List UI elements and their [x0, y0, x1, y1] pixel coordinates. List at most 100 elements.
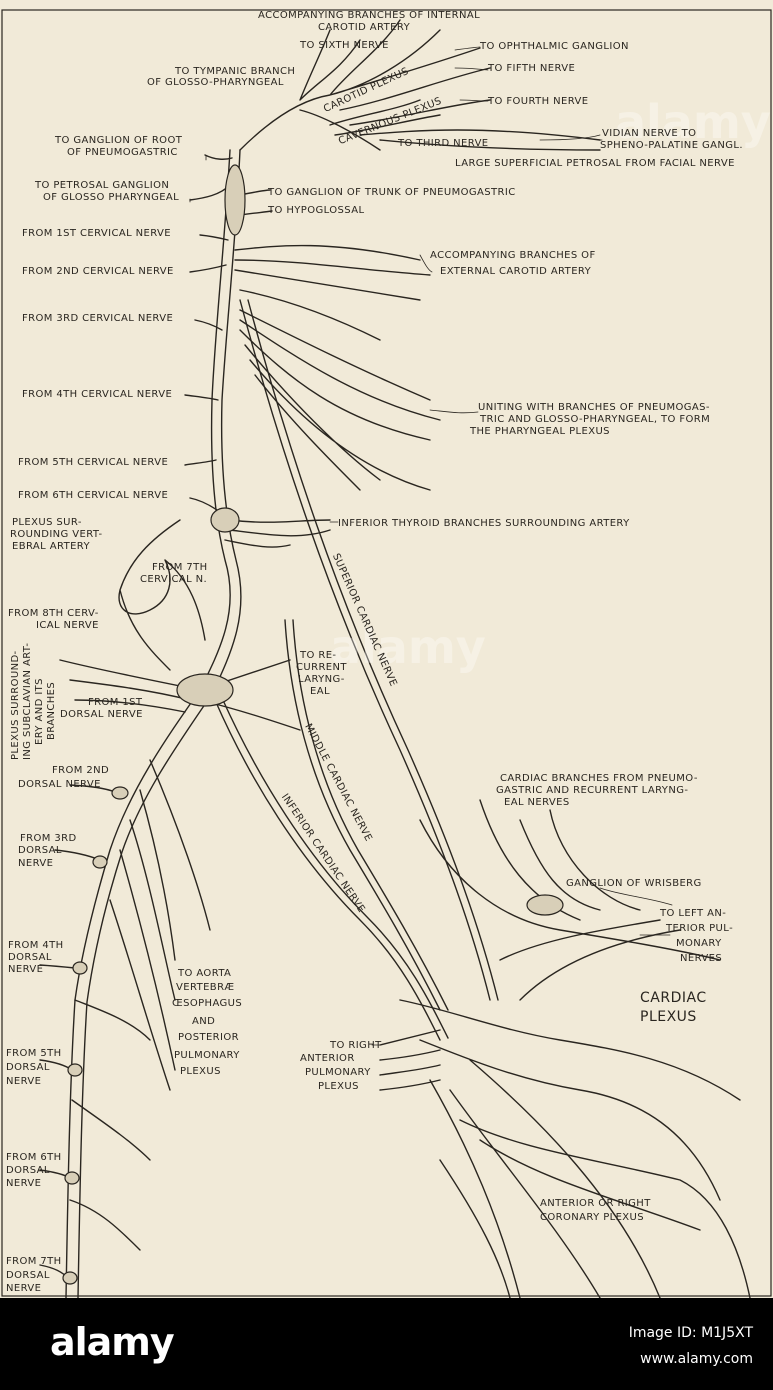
c2-branch	[189, 264, 227, 273]
label-accompanying-external: ACCOMPANYING BRANCHES OF	[430, 250, 596, 261]
label-d7-3: NERVE	[6, 1283, 42, 1294]
label-left-pulmonary-1: TO LEFT AN-	[660, 908, 727, 919]
label-hypoglossal: TO HYPOGLOSSAL	[268, 205, 365, 216]
label-cardiac-plexus-1: CARDIAC	[640, 990, 707, 1006]
c5-branch	[184, 459, 217, 466]
label-cardiac-branches-1: CARDIAC BRANCHES FROM PNEUMO-	[500, 773, 698, 784]
label-ophthalmic: TO OPHTHALMIC GANGLION	[480, 41, 629, 52]
label-aorta-5: POSTERIOR	[178, 1032, 239, 1043]
label-cardiac-branches-2: GASTRIC AND RECURRENT LARYNG-	[496, 785, 689, 796]
label-d4-2: DORSAL	[8, 952, 52, 963]
label-coronary-2: CORONARY PLEXUS	[540, 1212, 645, 1223]
label-spheno-palatine: SPHENO-PALATINE GANGL.	[600, 140, 743, 151]
label-carotid-artery: CAROTID ARTERY	[318, 22, 411, 33]
label-trunk-pneumogastric: TO GANGLION OF TRUNK OF PNEUMOGASTRIC	[268, 187, 516, 198]
root-pneumogastric-branch	[204, 154, 233, 160]
sympathetic-nerve-diagram	[1, 9, 772, 1298]
inferior-cervical-ganglion	[176, 673, 234, 707]
label-c8-2: ICAL NERVE	[36, 620, 99, 631]
label-c5: FROM 5TH CERVICAL NERVE	[18, 457, 169, 468]
label-d5-3: NERVE	[6, 1076, 42, 1087]
label-d4-3: NERVE	[8, 964, 44, 975]
label-c2: FROM 2ND CERVICAL NERVE	[22, 266, 174, 277]
label-glosso-pharyngeal: OF GLOSSO-PHARYNGEAL	[147, 77, 284, 88]
label-d2-2: DORSAL NERVE	[18, 779, 101, 790]
alamy-logo: alamy	[50, 1320, 175, 1364]
dorsal-interconnections	[69, 999, 151, 1251]
label-uniting-2: TRIC AND GLOSSO-PHARYNGEAL, TO FORM	[480, 414, 711, 425]
internal-carotid-branches	[239, 19, 601, 151]
label-subclavian-1: PLEXUS SURROUND-	[10, 650, 21, 760]
label-vertebral-plexus-3: EBRAL ARTERY	[12, 541, 91, 552]
superior-cardiac-nerve	[239, 299, 491, 1001]
label-uniting-3: THE PHARYNGEAL PLEXUS	[470, 426, 610, 437]
superior-cardiac-nerve-outline	[247, 299, 499, 1001]
label-left-pulmonary-4: NERVES	[680, 953, 723, 964]
watermark: alamy	[330, 620, 486, 674]
label-cardiac-plexus-2: PLEXUS	[640, 1009, 697, 1025]
label-d5-2: DORSAL	[6, 1062, 50, 1073]
label-right-pulmonary-2: ANTERIOR	[300, 1053, 355, 1064]
label-d1-1: FROM 1ST	[88, 697, 143, 708]
label-d7-2: DORSAL	[6, 1270, 50, 1281]
right-pulmonary-branches	[379, 1029, 441, 1091]
label-d3-1: FROM 3RD	[20, 833, 77, 844]
label-fourth-nerve: TO FOURTH NERVE	[488, 96, 589, 107]
label-tympanic: TO TYMPANIC BRANCH	[175, 66, 296, 77]
vertebral-plexus	[118, 519, 206, 671]
image-id: Image ID: M1J5XT	[628, 1325, 753, 1341]
label-aorta-7: PLEXUS	[180, 1066, 221, 1077]
label-recurrent-1: TO RE-	[300, 650, 337, 661]
label-sixth-nerve: TO SIXTH NERVE	[300, 40, 389, 51]
label-right-pulmonary-3: PULMONARY	[305, 1067, 371, 1078]
label-d6-3: NERVE	[6, 1178, 42, 1189]
label-aorta-2: VERTEBRÆ	[176, 982, 235, 993]
middle-cardiac-nerve	[284, 619, 441, 1011]
label-left-pulmonary-2: TERIOR PUL-	[666, 923, 734, 934]
label-aorta-1: TO AORTA	[178, 968, 232, 979]
leader-lines	[189, 46, 673, 1046]
label-c7-1: FROM 7TH	[152, 562, 208, 573]
site-url[interactable]: www.alamy.com	[640, 1351, 753, 1367]
petrosal-branch	[189, 184, 231, 201]
c4-branch	[184, 394, 219, 401]
middle-cardiac-nerve-outline	[292, 619, 449, 1011]
label-d5-1: FROM 5TH	[6, 1048, 62, 1059]
dorsal-ganglion-3	[92, 855, 108, 869]
label-third-nerve: TO THIRD NERVE	[398, 138, 489, 149]
label-recurrent-4: EAL	[310, 686, 330, 697]
watermark: alamy	[615, 95, 771, 149]
label-d4-1: FROM 4TH	[8, 940, 64, 951]
label-fifth-nerve: TO FIFTH NERVE	[488, 63, 576, 74]
middle-cervical-ganglion	[210, 507, 240, 533]
dorsal-ganglion-6	[64, 1171, 80, 1185]
label-c4: FROM 4TH CERVICAL NERVE	[22, 389, 173, 400]
label-accompanying-internal: ACCOMPANYING BRANCHES OF INTERNAL	[258, 10, 481, 21]
label-c7-2: CERVICAL N.	[140, 574, 208, 585]
label-vertebral-plexus-2: ROUNDING VERT-	[10, 529, 103, 540]
label-aorta-6: PULMONARY	[174, 1050, 240, 1061]
footer-bar	[0, 1298, 773, 1390]
dorsal-ganglion-2	[111, 786, 129, 800]
label-root-pneumogastric: TO GANGLION OF ROOT	[55, 135, 183, 146]
label-subclavian-3: ERY AND ITS	[34, 678, 45, 745]
anatomical-plate: alamy alamy ACCOMPANYING BRANCHES OF INT…	[0, 0, 773, 1298]
label-d6-1: FROM 6TH	[6, 1152, 62, 1163]
inferior-cardiac-nerve-outline	[221, 697, 449, 1039]
label-c8-1: FROM 8TH CERV-	[8, 608, 99, 619]
label-petrosal-facial: LARGE SUPERFICIAL PETROSAL FROM FACIAL N…	[455, 158, 735, 169]
c1-branch	[199, 234, 229, 241]
label-uniting-1: UNITING WITH BRANCHES OF PNEUMOGAS-	[478, 402, 710, 413]
label-recurrent-2: CURRENT	[296, 662, 347, 673]
label-cardiac-branches-3: EAL NERVES	[504, 797, 570, 808]
label-d7-1: FROM 7TH	[6, 1256, 62, 1267]
label-c3: FROM 3RD CERVICAL NERVE	[22, 313, 174, 324]
label-wrisberg: GANGLION OF WRISBERG	[566, 878, 702, 889]
label-d2-1: FROM 2ND	[52, 765, 110, 776]
label-external-carotid: EXTERNAL CAROTID ARTERY	[440, 266, 592, 277]
c3-branch	[194, 319, 223, 331]
label-of-pneumogastric: OF PNEUMOGASTRIC	[67, 147, 178, 158]
label-vertebral-plexus-1: PLEXUS SUR-	[12, 517, 82, 528]
label-right-pulmonary-4: PLEXUS	[318, 1081, 359, 1092]
subclavian-plexus	[59, 659, 301, 731]
